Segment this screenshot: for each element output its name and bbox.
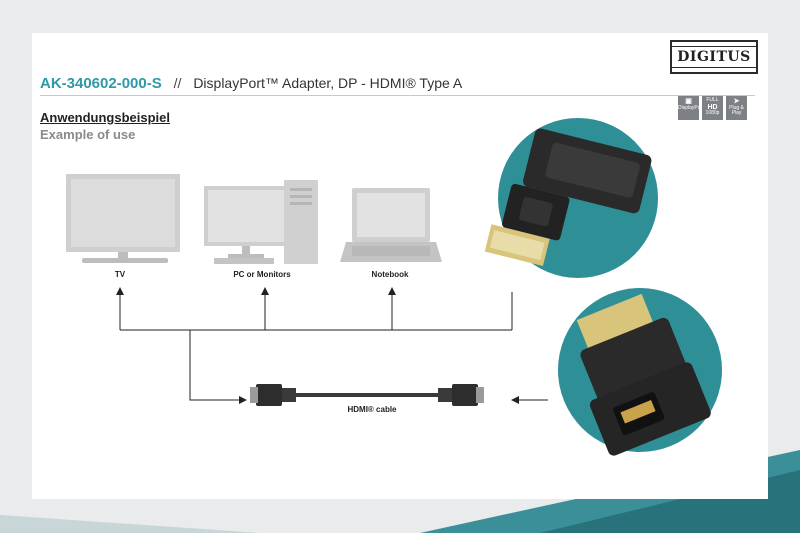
product-title: DisplayPort™ Adapter, DP - HDMI® Type A <box>193 75 463 91</box>
header-divider <box>40 95 755 96</box>
device-label-notebook: Notebook <box>371 270 409 279</box>
usage-title-en: Example of use <box>40 127 136 142</box>
product-header: AK-340602-000-S // DisplayPort™ Adapter,… <box>40 75 462 92</box>
full-hd-icon: FULL HD 1080p <box>702 96 723 120</box>
displayport-adapter-top <box>484 118 658 278</box>
feature-badges: ▣DisplayPort FULL HD 1080p ➤Plug & Play <box>678 96 747 120</box>
digitus-logo: DIGITUS <box>670 40 758 74</box>
plug-and-play-icon: ➤Plug & Play <box>726 96 747 120</box>
hdmi-cable-label: HDMI® cable <box>347 405 397 414</box>
device-label-pc: PC or Monitors <box>233 270 291 279</box>
usage-title-de: Anwendungsbeispiel <box>40 110 171 125</box>
header-separator: // <box>173 75 182 91</box>
tv-icon <box>66 174 180 263</box>
hdmi-cable-icon <box>250 384 484 406</box>
pc-monitor-icon <box>204 180 318 264</box>
notebook-icon <box>340 188 442 262</box>
hdmi-adapter-bottom <box>558 288 722 456</box>
device-label-tv: TV <box>114 270 126 279</box>
connection-lines <box>116 287 548 404</box>
displayport-icon: ▣DisplayPort <box>678 96 704 120</box>
product-sku: AK-340602-000-S <box>40 75 162 92</box>
